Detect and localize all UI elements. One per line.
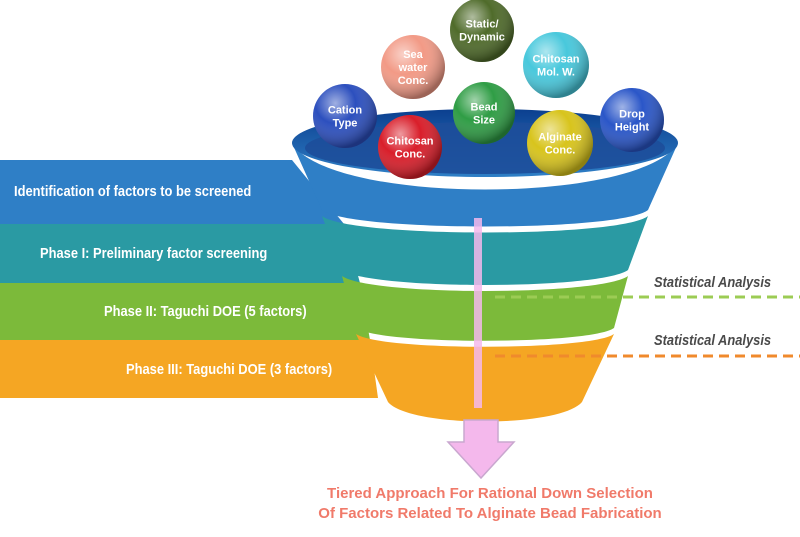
factor-label-line: Conc. [398, 75, 429, 87]
factor-label-line: Dynamic [459, 32, 505, 44]
factor-label-line: Drop [619, 109, 645, 121]
factor-label-line: Height [615, 122, 650, 134]
factor-label-line: water [398, 62, 428, 74]
factor-label-line: Cation [328, 105, 363, 117]
sphere-shade [523, 32, 589, 98]
phase-strip-2 [0, 224, 360, 283]
phase-label-phase-2: Phase II: Taguchi DOE (5 factors) [104, 303, 307, 320]
factor-label-line: Mol. W. [537, 67, 575, 79]
factor-label-line: Alginate [538, 132, 581, 144]
sphere-shade [527, 110, 593, 176]
analysis-label-1: Statistical Analysis [654, 274, 772, 291]
factor-label-line: Conc. [545, 145, 576, 157]
caption-line-1: Tiered Approach For Rational Down Select… [327, 485, 653, 502]
sphere-shade [450, 0, 514, 62]
factor-label-line: Bead [471, 102, 498, 114]
factor-label-line: Type [333, 118, 358, 130]
sphere-shade [453, 82, 515, 144]
phase-label-phase-1: Phase I: Preliminary factor screening [40, 245, 268, 262]
factor-label-line: Size [473, 115, 495, 127]
analysis-label-2: Statistical Analysis [654, 332, 772, 349]
sphere-shade [378, 115, 442, 179]
factor-label-line: Chitosan [386, 136, 433, 148]
phase-strip-3 [0, 283, 370, 340]
factor-label-line: Conc. [395, 149, 426, 161]
sphere-shade [381, 35, 445, 99]
phase-label-phase-3: Phase III: Taguchi DOE (3 factors) [126, 361, 333, 378]
sphere-shade [600, 88, 664, 152]
factor-label-line: Static/ [465, 19, 498, 31]
funnel-band-2 [322, 216, 648, 285]
down-arrow [446, 419, 516, 480]
funnel-band-4 [356, 334, 614, 422]
phase-strip-4 [0, 340, 378, 398]
funnel-stem [474, 218, 482, 408]
caption-line-2: Of Factors Related To Alginate Bead Fabr… [318, 505, 662, 522]
factor-label-line: Chitosan [532, 54, 579, 66]
phase-strip-1 [0, 160, 344, 224]
sphere-shade [313, 84, 377, 148]
factor-sphere-static-dynamic: Static/Dynamic [450, 0, 514, 62]
funnel-band-3 [342, 276, 628, 341]
factor-label-line: Sea [403, 49, 423, 61]
funnel-band-1 [292, 143, 678, 227]
factor-spheres: Static/DynamicSeawaterConc.ChitosanMol. … [313, 0, 664, 179]
phase-label-identification: Identification of factors to be screened [14, 183, 252, 200]
